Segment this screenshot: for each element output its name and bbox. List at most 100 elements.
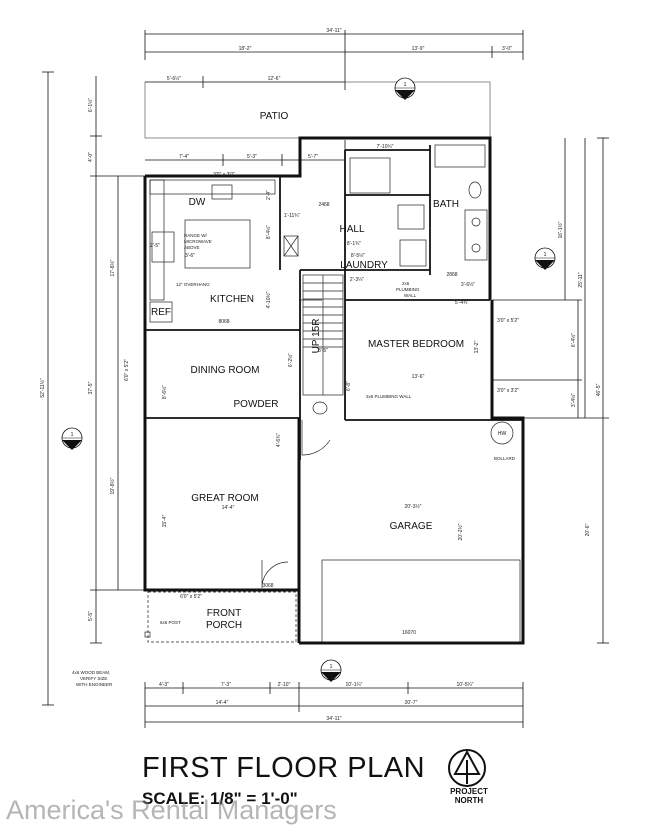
dim-right-a: 16'-1½": [557, 221, 564, 238]
dim-right-d: 20'-6": [585, 523, 591, 536]
dim-gr-h: 15'-4": [162, 514, 168, 527]
dim-left-e: 19'-8½": [109, 477, 116, 494]
room-label-garage: GARAGE: [390, 521, 433, 532]
stairs-label: UP 15R: [311, 319, 322, 354]
dim-bot-e: 10'-5¼": [457, 682, 474, 688]
room-label-front: FRONT: [207, 608, 241, 619]
north-label: PROJECT NORTH: [441, 787, 497, 805]
section-tag-p302: P302: [66, 441, 78, 447]
section-tag-p301: P301: [399, 91, 411, 97]
dim-mb-window-b: 3'0" x 3'2": [497, 388, 519, 394]
dim-door-8068: 8068: [218, 319, 229, 325]
dim-bot-d: 10'-1¼": [346, 682, 363, 688]
dim-kitchen-w: 2'-5": [150, 243, 160, 249]
room-label-dining: DINING ROOM: [191, 365, 260, 376]
dim-top-a: 18'-2": [239, 46, 252, 52]
dim-bot-b: 7'-3": [221, 682, 231, 688]
note-plumbing-wall-1: 2x6: [402, 281, 410, 286]
dim-hall-e: 6'-2½": [287, 353, 294, 367]
dim-garage-h: 20'-2½": [457, 523, 464, 540]
north-label-line-2: NORTH: [454, 796, 484, 805]
dim-hall-d: 2'-3¼": [350, 277, 364, 283]
dim-bot-total: 34'-11": [326, 716, 341, 722]
dim-dining-h: 8'-6½": [161, 385, 168, 399]
dim-row3-d: 7'-10¼": [377, 144, 394, 150]
section-tag-num: 1: [544, 252, 547, 258]
room-label-powder: POWDER: [234, 399, 279, 410]
dim-powder-b: 6'-8": [346, 381, 352, 391]
dim-row3-a: 7'-4": [179, 154, 189, 160]
dim-right-e: 6'-4½": [570, 333, 577, 347]
water-heater-label: HW: [498, 431, 507, 437]
note-beam-3: WITH ENGINEER: [76, 682, 113, 687]
dim-right-f: 3'-4½": [570, 393, 577, 407]
section-tag-num: 1: [330, 664, 333, 670]
dim-kitchen-d: 3'-6": [185, 253, 195, 259]
watermark: America's Rental Managers: [6, 795, 337, 825]
note-plumbing-wall-b: 2x6 PLUMBING WALL: [366, 394, 412, 399]
dim-bot2-b: 20'-7": [405, 700, 418, 706]
plan-title: FIRST FLOOR PLAN: [142, 752, 426, 784]
section-tag-p300: P300: [325, 673, 337, 679]
dim-left-c: 17'-8½": [109, 259, 116, 276]
note-range-1: RANGE W/: [184, 233, 208, 238]
dim-bot-a: 4'-3": [159, 682, 169, 688]
dishwasher-label: DW: [189, 197, 206, 208]
dim-door-3068: 3068: [262, 583, 273, 589]
note-plumbing-wall-3: WALL: [404, 293, 417, 298]
dim-right-b: 25'-11": [578, 272, 584, 287]
dim-top-c: 3'-0": [502, 46, 512, 52]
dim-left-f: 5'-5": [88, 611, 94, 621]
dim-left-a: 6'-1½": [87, 98, 94, 112]
dim-sink: 3'0" x 3'0": [213, 172, 235, 178]
note-beam-2: VERIFY SIZE: [80, 676, 107, 681]
dim-garage-w: 20'-3½": [405, 503, 422, 510]
note-plumbing-wall-2: PLUMBING: [396, 287, 420, 292]
dim-mb-w: 13'-6": [412, 374, 425, 380]
dim-kit-c: 2'-4": [266, 190, 272, 200]
dim-bot-c: 2'-10": [278, 682, 291, 688]
dim-mb-h: 13'-2": [474, 340, 480, 353]
dim-bath-b: 3'-6½": [461, 281, 475, 288]
dim-hall-c: 8'-5½": [351, 252, 365, 259]
section-tag-num: 1: [71, 432, 74, 438]
dim-stair-a: 3'-5": [318, 348, 328, 354]
room-label-patio: PATIO: [260, 111, 289, 122]
room-label-laundry: LAUNDRY: [340, 260, 388, 271]
note-bollard: BOLLARD: [494, 456, 516, 461]
dim-door-16070: 16070: [402, 630, 416, 636]
dim-top-b: 13'-9": [412, 46, 425, 52]
dim-patio-b: 12'-6": [268, 76, 281, 82]
room-label-great-room: GREAT ROOM: [191, 493, 258, 504]
dim-left-b: 4'-0": [88, 152, 94, 162]
dim-porch: 6'0" x 5'2": [180, 594, 202, 600]
dim-left-d: 37'-5": [88, 381, 94, 394]
plan-scale: SCALE: 1/8" = 1'-0": [142, 789, 298, 808]
dim-door-2468: 2468: [318, 202, 329, 208]
dim-bath-a: 5'-4¾": [455, 300, 469, 306]
room-label-master-bedroom: MASTER BEDROOM: [368, 339, 464, 350]
north-label-line-1: PROJECT: [450, 787, 488, 796]
dim-hall-b: 8'-1¾": [347, 241, 361, 247]
dim-kit-a: 8'-4½": [265, 225, 272, 239]
room-label-kitchen: KITCHEN: [210, 294, 254, 305]
dim-row3-c: 5'-7": [308, 154, 318, 160]
section-tag-p303: P303: [539, 261, 551, 267]
north-arrow-icon: [448, 749, 486, 787]
room-label-porch: PORCH: [206, 620, 242, 631]
section-tag-num: 1: [404, 82, 407, 88]
dim-patio-a: 5'-6½": [167, 75, 181, 82]
ref-label: REF: [151, 307, 171, 318]
room-label-bath: BATH: [433, 199, 459, 210]
note-post: 6x6 POST: [160, 620, 181, 625]
dim-mb-window-a: 3'0" x 5'2": [497, 318, 519, 324]
dim-gr-w: 14'-4": [222, 505, 235, 511]
dim-powder-a: 4'-6¾": [276, 433, 282, 447]
dim-bot2-a: 14'-4": [216, 700, 229, 706]
note-range-2: MICROWAVE: [184, 239, 212, 244]
dim-top-total: 34'-11": [326, 28, 341, 34]
dim-right-c: 46'-5": [596, 383, 602, 396]
dim-left-total: 52'-11½": [39, 378, 46, 398]
note-range-3: ABOVE: [184, 245, 200, 250]
